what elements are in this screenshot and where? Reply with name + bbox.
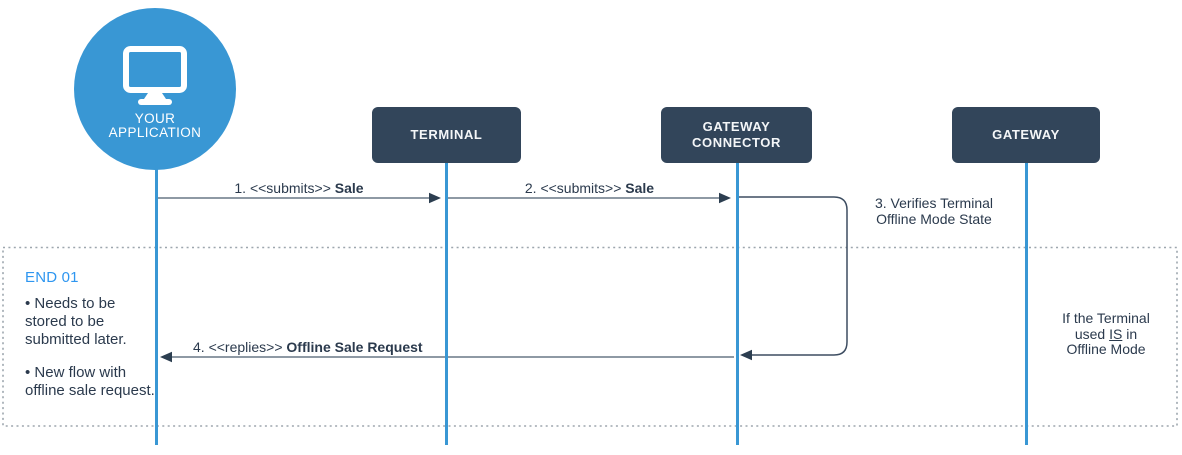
end01-region-border [2,246,1178,427]
end01-region-bullets: • Needs to be stored to be submitted lat… [25,295,157,415]
end01-bullet-2: • New flow with offline sale request. [25,364,155,399]
side-note-line2-pre: used [1074,325,1110,342]
message-4-prefix: 4. <<replies>> [193,339,287,355]
message-1-prefix: 1. <<submits>> [234,180,335,196]
lifeline-gateway [1024,163,1028,445]
side-note-line2-post: in [1122,325,1138,342]
message-3-line1: 3. Verifies Terminal [874,195,993,211]
node-gateway-connector-label: GATEWAY CONNECTOR [692,119,781,150]
node-gateway: GATEWAY [952,107,1100,163]
self-loop-head-icon [740,349,752,361]
message-2-prefix: 2. <<submits>> [524,180,626,196]
message-2-name: Sale [625,180,655,196]
monitor-icon [123,46,187,105]
node-terminal-label: TERMINAL [410,127,483,142]
node-gateway-connector: GATEWAY CONNECTOR [661,107,812,163]
message-4-label: 4. <<replies>> Offline Sale Request [193,339,423,355]
actor-your-application: YOUR APPLICATION [74,8,236,170]
arrow-4-head-icon [160,351,172,363]
message-2-label: 2. <<submits>> Sale [448,180,731,196]
lifeline-terminal [444,163,448,445]
self-loop-line [738,196,848,356]
side-note: If the Terminal used IS in Offline Mode [1040,310,1172,358]
actor-label-line1: YOUR [134,111,176,126]
actor-label-line2: APPLICATION [108,125,202,140]
message-3-label: 3. Verifies Terminal Offline Mode State [856,195,1012,227]
end01-bullet-1: • Needs to be stored to be submitted lat… [25,295,127,348]
message-1-label: 1. <<submits>> Sale [158,180,440,196]
side-note-line3: Offline Mode [1066,341,1146,357]
node-gateway-label: GATEWAY [992,127,1060,142]
side-note-line2: used IS in [1040,325,1172,343]
lifeline-gateway-connector [735,163,739,445]
side-note-line1: If the Terminal [1062,310,1150,326]
message-1-name: Sale [334,180,364,196]
node-terminal: TERMINAL [372,107,521,163]
arrow-1-head-icon [429,192,441,204]
end01-region-title: END 01 [25,269,79,286]
lifeline-your-application [154,168,158,445]
message-4-name: Offline Sale Request [286,339,423,355]
arrow-2-head-icon [719,192,731,204]
message-3-line2: Offline Mode State [876,210,992,227]
side-note-line2-underlined: IS [1109,325,1123,342]
